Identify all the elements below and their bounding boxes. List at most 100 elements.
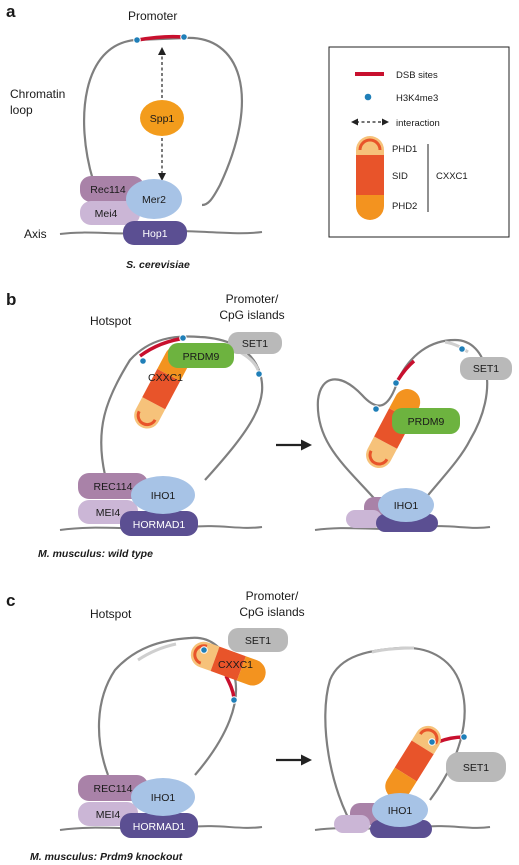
hotspot-region bbox=[371, 646, 415, 654]
hotspot-label: Hotspot bbox=[90, 314, 132, 328]
panel-b-letter: b bbox=[6, 290, 16, 309]
spp1-protein bbox=[140, 100, 184, 136]
h3k4me3-mark bbox=[372, 405, 380, 413]
mer2-label: Mer2 bbox=[142, 194, 166, 206]
prdm9-protein bbox=[168, 343, 234, 368]
legend-phd2-label: PHD2 bbox=[392, 201, 417, 212]
chromatin-loop bbox=[97, 636, 238, 776]
promoter-label-line1: Promoter/ bbox=[226, 292, 279, 306]
arrow-head bbox=[382, 118, 389, 126]
hormad1-label: HORMAD1 bbox=[133, 519, 186, 531]
phd1-ring bbox=[419, 728, 439, 745]
iho1-label: IHO1 bbox=[151, 792, 176, 804]
cxxc1-label: CXXC1 bbox=[148, 372, 183, 384]
iho1-protein bbox=[372, 793, 428, 827]
axis-label: Axis bbox=[24, 227, 47, 241]
rec114-label: Rec114 bbox=[90, 184, 126, 196]
prdm9-protein bbox=[392, 408, 460, 434]
set1-protein bbox=[460, 357, 512, 380]
phd1-ring bbox=[193, 644, 208, 665]
arrow-head bbox=[351, 118, 358, 126]
right-set1-label: SET1 bbox=[473, 363, 499, 375]
promoter-label-line1: Promoter/ bbox=[246, 589, 299, 603]
h3k4me3-mark bbox=[458, 345, 466, 353]
cxxc1-label: CXXC1 bbox=[218, 659, 253, 671]
dsb-site bbox=[224, 675, 236, 699]
set1-label: SET1 bbox=[242, 338, 268, 350]
legend-cxxc1-label: CXXC1 bbox=[436, 171, 468, 182]
mei4-protein bbox=[80, 201, 140, 225]
h3k4me3-mark bbox=[255, 370, 263, 378]
set1-protein bbox=[228, 332, 282, 354]
panel-a-letter: a bbox=[6, 2, 16, 21]
chromatin-label-line2: loop bbox=[10, 103, 33, 117]
panel-a: a Promoter Chromatin loop Axis Spp1 Rec1… bbox=[6, 2, 263, 271]
hormad1-protein bbox=[120, 511, 198, 536]
phd1-domain bbox=[366, 436, 398, 469]
iho1-label: IHO1 bbox=[151, 490, 176, 502]
hop1-label: Hop1 bbox=[142, 228, 167, 240]
legend-dsb-label: DSB sites bbox=[396, 70, 438, 81]
hotspot-label: Hotspot bbox=[90, 607, 132, 621]
sid-domain bbox=[142, 368, 181, 410]
rec114-protein bbox=[78, 775, 148, 801]
arrow-head bbox=[158, 173, 166, 181]
cxxc1-protein bbox=[190, 641, 266, 686]
h3k4me3-mark bbox=[428, 738, 436, 746]
h3k4me3-mark bbox=[180, 33, 188, 41]
legend: DSB sites H3K4me3 interaction PHD1 SID P… bbox=[328, 46, 510, 238]
rec114-label: REC114 bbox=[94, 783, 133, 795]
chromatin-loop bbox=[100, 335, 264, 481]
set1-label: SET1 bbox=[245, 635, 271, 647]
h3k4me3-mark bbox=[133, 36, 141, 44]
legend-phd1-label: PHD1 bbox=[392, 144, 417, 155]
panel-b: b Hotspot Promoter/ CpG islands SET1 CXX… bbox=[6, 290, 512, 560]
promoter-label-line2: CpG islands bbox=[219, 308, 284, 322]
h3k4me3-mark bbox=[139, 357, 147, 365]
panel-c-caption: M. musculus: Prdm9 knockout bbox=[30, 851, 183, 863]
panel-a-caption: S. cerevisiae bbox=[126, 259, 190, 271]
phd1-domain bbox=[134, 397, 166, 429]
iho1-protein bbox=[378, 488, 434, 522]
hop1-protein bbox=[123, 221, 187, 245]
mer2-protein bbox=[126, 179, 182, 219]
sid-domain bbox=[210, 646, 246, 681]
legend-h3k4me3-swatch bbox=[364, 93, 372, 101]
right-iho1-label: IHO1 bbox=[388, 805, 413, 817]
hotspot-region bbox=[137, 642, 177, 662]
legend-h3k4me3-label: H3K4me3 bbox=[396, 93, 438, 104]
arrow-head bbox=[301, 439, 312, 451]
mei4-label: MEI4 bbox=[96, 507, 121, 519]
h3k4me3-mark bbox=[230, 696, 238, 704]
dsb-site bbox=[396, 359, 416, 381]
dsb-site bbox=[137, 34, 184, 42]
mei4-protein bbox=[334, 815, 370, 833]
phd1-ring bbox=[358, 138, 382, 151]
iho1-protein bbox=[131, 476, 195, 514]
phd1-ring bbox=[368, 450, 389, 466]
mei4-label: Mei4 bbox=[95, 208, 118, 220]
chromatin-label-line1: Chromatin bbox=[10, 87, 65, 101]
sid-domain bbox=[394, 740, 434, 782]
spp1-label: Spp1 bbox=[150, 113, 175, 125]
phd2-domain bbox=[236, 656, 266, 686]
h3k4me3-mark bbox=[200, 646, 208, 654]
mei4-protein bbox=[346, 510, 382, 528]
prdm9-label: PRDM9 bbox=[183, 351, 220, 363]
panel-c-letter: c bbox=[6, 591, 15, 610]
right-prdm9-label: PRDM9 bbox=[408, 416, 445, 428]
chromatin-loop bbox=[83, 36, 243, 207]
rec114-protein bbox=[78, 473, 148, 499]
cxxc1-protein bbox=[385, 725, 441, 800]
mei4-label: MEI4 bbox=[96, 809, 121, 821]
hormad1-protein bbox=[120, 813, 198, 838]
promoter-region bbox=[444, 340, 469, 354]
rec114-label: REC114 bbox=[94, 481, 133, 493]
promoter-label: Promoter bbox=[128, 9, 177, 23]
legend-interaction-label: interaction bbox=[396, 118, 440, 129]
phd1-ring bbox=[136, 410, 157, 427]
panel-c: c Hotspot Promoter/ CpG islands SET1 CXX… bbox=[6, 589, 506, 863]
h3k4me3-mark bbox=[392, 379, 400, 387]
promoter-label-line2: CpG islands bbox=[239, 605, 304, 619]
